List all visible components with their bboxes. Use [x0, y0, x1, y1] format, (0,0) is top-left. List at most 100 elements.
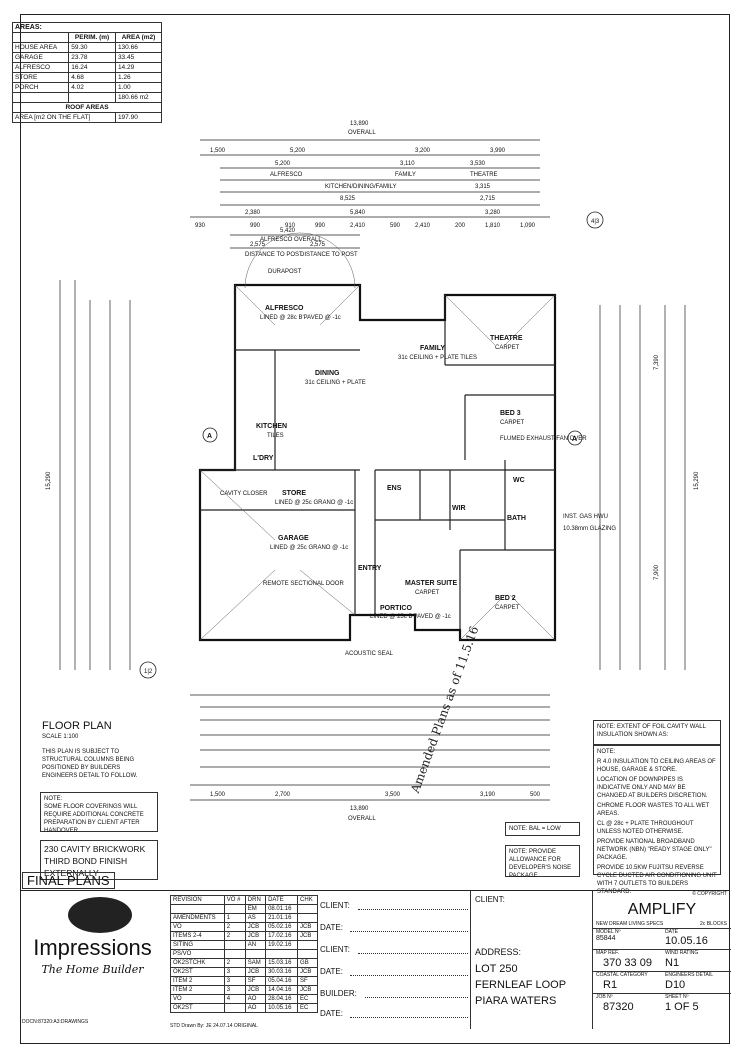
dim-text: 3,315 [475, 184, 491, 190]
dim-label: DISTANCE TO POST [300, 252, 358, 258]
floor-plan-drawing: A A 4|3 1|2 13,890 OVERALL 1,500 5,200 3… [46, 121, 700, 822]
revision-cell: EC [297, 1003, 318, 1013]
area-cell [68, 92, 116, 103]
revision-cell: PS/VO [170, 949, 225, 959]
revision-cell: ITEMS 2-4 [170, 931, 225, 941]
room-note: CARPET [495, 605, 520, 611]
revision-cell: ITEM 2 [170, 976, 225, 986]
room-note: DURAPOST [268, 269, 302, 275]
roof-line [509, 594, 556, 641]
room-note: INST. GAS HWU [563, 514, 608, 520]
dim-text: 3,200 [415, 148, 431, 154]
dim-text: 1,090 [520, 223, 536, 229]
dim-label: ALFRESCO [270, 172, 303, 178]
area-total: 180.66 m2 [114, 92, 163, 103]
client-label: CLIENT: [320, 901, 350, 910]
revision-cell [297, 904, 318, 914]
areas-header [11, 32, 70, 43]
area-cell: GARAGE [11, 52, 70, 63]
rev-header: VO # [223, 895, 246, 905]
note-label: NOTE: [597, 749, 616, 755]
areas-title: AREAS: [12, 22, 162, 33]
dim-text: 2,575 [310, 242, 326, 248]
revision-cell: 3 [223, 976, 246, 986]
area-cell [11, 92, 70, 103]
room-label-portico: PORTICO [380, 605, 412, 612]
title-block: Impressions The Home Builder DOCN:87320:… [20, 890, 731, 1029]
room-note: CAVITY CLOSER [220, 491, 268, 497]
revision-cell: EM [244, 904, 267, 914]
revision-cell: 21.01.16 [265, 913, 299, 923]
areas-header: PERIM. (m) [68, 32, 116, 43]
date-line [350, 1017, 468, 1018]
revision-cell: 08.01.16 [265, 904, 299, 914]
overall-dim: 13,890 [350, 121, 369, 127]
client-address-box: CLIENT: ADDRESS: LOT 250 FERNLEAF LOOP P… [470, 891, 593, 1029]
revision-cell: 2 [223, 958, 246, 968]
revision-cell: AMENDMENTS [170, 913, 225, 923]
bal-note: NOTE: BAL = LOW [505, 822, 580, 836]
client-line [358, 953, 468, 954]
revision-cell: JCB [297, 967, 318, 977]
room-note: CARPET [500, 420, 525, 426]
field-label: SHEET Nº [665, 994, 689, 1000]
address-line-3: PIARA WATERS [475, 995, 557, 1007]
doc-footer: DOCN:87320:A3:DRAWINGS [22, 1019, 89, 1025]
revision-cell: 05.02.16 [265, 922, 299, 932]
revision-cell: 19.02.16 [265, 940, 299, 950]
revision-cell [297, 940, 318, 950]
address-label: ADDRESS: [475, 947, 522, 957]
revision-cell [223, 949, 246, 959]
revision-cell: SAM [244, 958, 267, 968]
room-label-bed2: BED 2 [495, 595, 516, 602]
room-label-master-suite: MASTER SUITE [405, 580, 457, 587]
room-note: ACOUSTIC SEAL [345, 651, 394, 657]
revision-cell: OK2ST [170, 1003, 225, 1013]
dim-text: 8,525 [340, 196, 356, 202]
revision-cell: 3 [223, 985, 246, 995]
revision-cell: 4 [223, 994, 246, 1004]
revision-cell [170, 904, 225, 914]
note-item: CHROME FLOOR WASTES TO ALL WET AREAS. [597, 803, 710, 817]
dim-text: 930 [195, 223, 206, 229]
dim-text: 2,715 [480, 196, 496, 202]
areas-header: AREA (m2) [114, 32, 163, 43]
room-note: CARPET [495, 345, 520, 351]
area-cell: 33.45 [114, 52, 163, 63]
dim-label: THEATRE [470, 172, 498, 178]
room-label-bed3: BED 3 [500, 410, 521, 417]
job-number: 87320 [603, 1001, 634, 1013]
area-cell: 1.00 [114, 82, 163, 93]
revision-cell: SF [297, 976, 318, 986]
revision-cell [244, 949, 267, 959]
address-line-2: FERNLEAF LOOP [475, 979, 567, 991]
dim-text: 3,530 [470, 161, 486, 167]
revision-cell: JCB [297, 922, 318, 932]
room-note: 31c CEILING + PLATE [305, 380, 366, 386]
dim-text: 5,840 [350, 210, 366, 216]
revision-cell: JCB [244, 985, 267, 995]
revision-cell: 05.04.16 [265, 976, 299, 986]
section-marker-a-right [567, 430, 583, 446]
revision-cell [223, 904, 246, 914]
dim-text: 2,380 [245, 210, 261, 216]
room-label-ensuite: ENS [387, 485, 402, 492]
room-label-family: FAMILY [420, 345, 445, 352]
roof-line [199, 469, 276, 541]
note-label: NOTE: [44, 796, 63, 802]
overall-dim: 13,890 [350, 806, 369, 812]
dim-text: 5,420 [280, 228, 296, 234]
revision-cell: JCB [297, 931, 318, 941]
field-label: COASTAL CATEGORY [596, 972, 648, 978]
revision-cell: AS [244, 913, 267, 923]
company-name: Impressions [33, 935, 152, 960]
rev-header: DRN [244, 895, 267, 905]
dim-label: ALFRESCO OVERALL [260, 237, 322, 243]
date-line [350, 931, 468, 932]
room-label-theatre: THEATRE [490, 335, 523, 342]
rev-header: REVISION [170, 895, 225, 905]
structural-note: THIS PLAN IS SUBJECT TO STRUCTURAL COLUM… [42, 749, 138, 779]
design-info-box: © COPYRIGHT AMPLIFY NEW DREAM LIVING SPE… [592, 891, 731, 1029]
